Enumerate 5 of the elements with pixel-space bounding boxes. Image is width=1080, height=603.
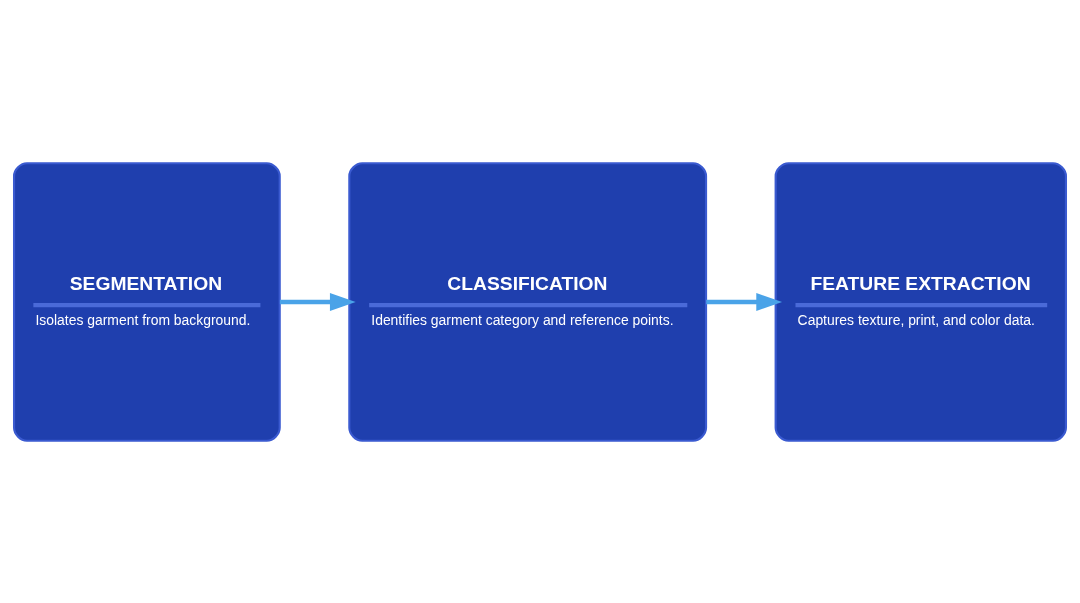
arrow	[706, 292, 783, 311]
node-box: FEATURE EXTRACTION Captures texture, print, and color data.	[774, 161, 1067, 442]
node-box: SEGMENTATION Isolates garment from background.	[13, 161, 281, 442]
node-box: CLASSIFICATION Identifies garment category and reference points.	[348, 161, 708, 442]
arrow	[279, 292, 356, 311]
